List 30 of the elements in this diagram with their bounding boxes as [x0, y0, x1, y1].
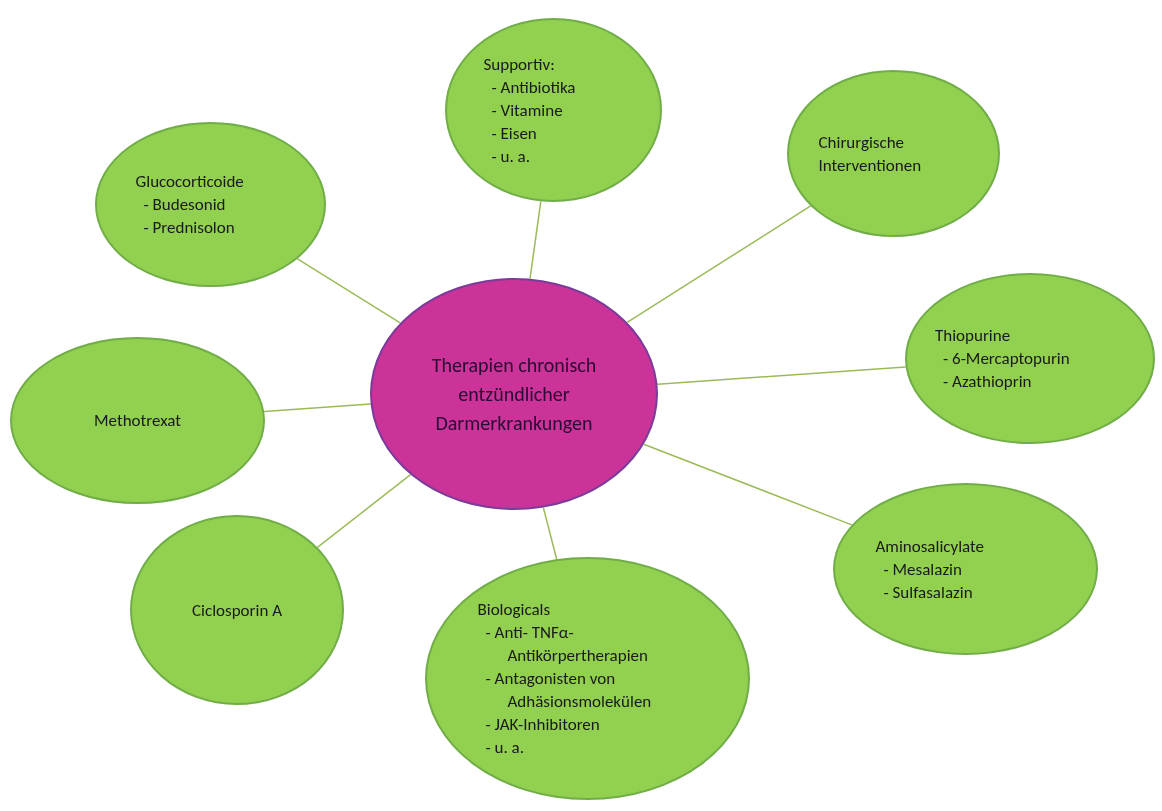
connector-line	[643, 443, 853, 526]
list-item: - Eisen	[490, 121, 538, 145]
connector-line	[263, 403, 372, 413]
list-item: - Azathioprin	[942, 370, 1033, 393]
list-item: - 6-Mercaptopurin	[942, 347, 1071, 370]
connector-line	[296, 258, 401, 324]
list-item: - Sulfasalazin	[882, 580, 974, 604]
list-item: - JAK-Inhibitoren	[484, 713, 601, 736]
connector-line	[529, 200, 542, 280]
connector-line	[626, 205, 812, 324]
list-item: - Mesalazin	[882, 557, 963, 581]
node-heading: Therapien chronisch entzündlicher Darmerkrankungen	[430, 351, 598, 437]
node-heading: Chirurgische Interventionen	[818, 130, 923, 177]
connector-line	[316, 473, 412, 549]
list-item: - Budesonid	[142, 193, 227, 216]
node-heading: Methotrexat	[93, 409, 182, 432]
list-item: - u. a.	[484, 736, 526, 759]
list-item: - u. a.	[490, 144, 532, 168]
list-item: - Prednisolon	[142, 216, 236, 239]
connector-line	[656, 366, 907, 385]
list-item: - Vitamine	[490, 98, 564, 122]
node-heading: Thiopurine	[935, 324, 1012, 347]
node-heading: Aminosalicylate	[875, 534, 986, 558]
node-heading: Supportiv:	[483, 52, 556, 76]
list-item: - Antagonisten von Adhäsionsmolekülen	[484, 667, 653, 713]
node-heading: Glucocorticoide	[135, 170, 245, 193]
list-item: - Anti- TNFα- Antikörpertherapien	[484, 621, 649, 667]
list-item: - Antibiotika	[490, 75, 577, 99]
node-heading: Ciclosporin A	[191, 598, 283, 622]
node-heading: Biologicals	[477, 598, 552, 621]
